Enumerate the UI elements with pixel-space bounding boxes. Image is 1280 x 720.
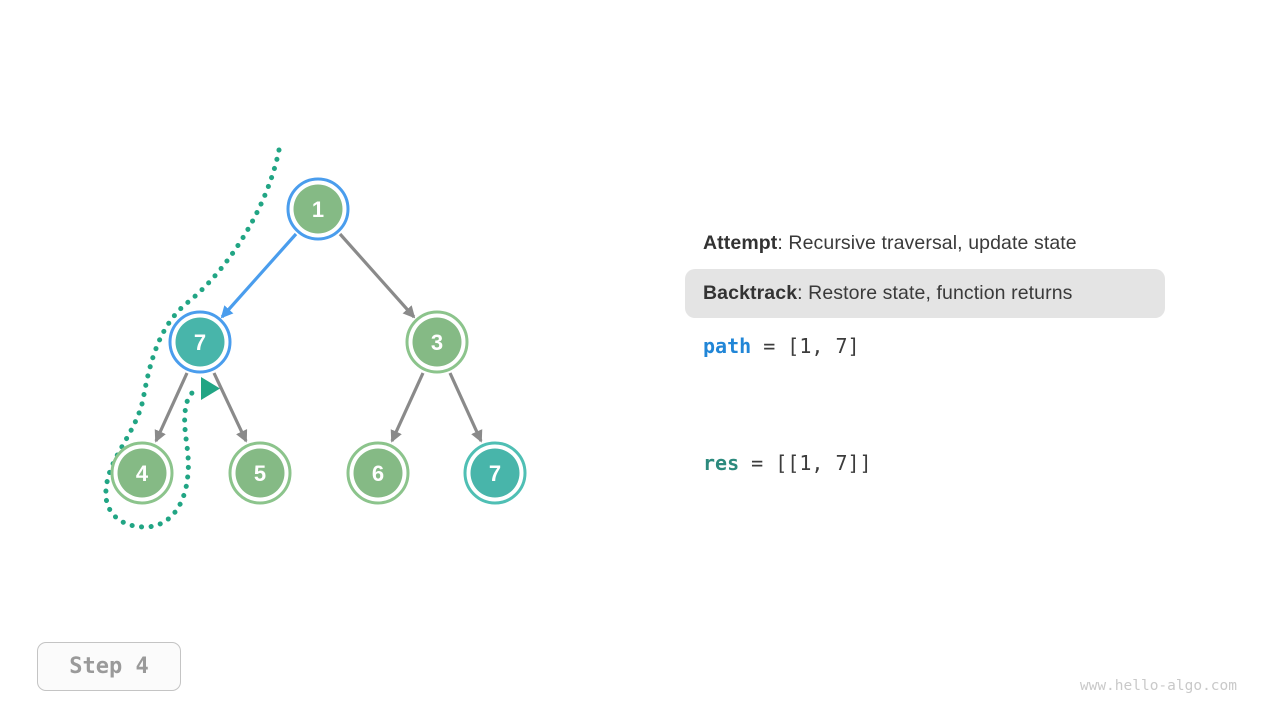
res-value: = [[1, 7]] <box>739 451 872 475</box>
tree-node-7-left: 7 <box>168 310 232 374</box>
node-value: 7 <box>489 461 501 486</box>
node-value: 5 <box>254 461 266 486</box>
tree-edge-3-6 <box>390 372 425 443</box>
step-label: Step 4 <box>69 654 149 679</box>
tree-edge-1-7 <box>220 232 298 319</box>
tree-node-4: 4 <box>110 441 174 505</box>
tree-node-5: 5 <box>228 441 292 505</box>
attempt-desc: : Recursive traversal, update state <box>777 232 1077 254</box>
tree-node-7-right: 7 <box>463 441 527 505</box>
res-state-line: res = [[1, 7]] <box>703 451 872 475</box>
tree-edge-7-5 <box>212 372 248 443</box>
backtrack-term: Backtrack <box>703 282 798 304</box>
backtrack-dotted-path <box>103 147 282 530</box>
tree-edge-7-4 <box>154 372 189 443</box>
path-state-line: path = [1, 7] <box>703 334 860 358</box>
backtrack-caption-chip: Backtrack: Restore state, function retur… <box>685 269 1165 318</box>
backtrack-desc: : Restore state, function returns <box>797 282 1073 304</box>
step-badge: Step 4 <box>37 642 181 691</box>
tree-node-3: 3 <box>405 310 469 374</box>
tree-node-1: 1 <box>286 177 350 241</box>
watermark: www.hello-algo.com <box>1079 678 1237 694</box>
tree-node-6: 6 <box>346 441 410 505</box>
node-value: 7 <box>194 330 206 355</box>
backtrack-caption: Backtrack: Restore state, function retur… <box>703 282 1073 305</box>
tree-edge-1-3 <box>338 232 416 319</box>
node-value: 1 <box>312 197 324 222</box>
path-variable: path <box>703 334 752 358</box>
res-variable: res <box>703 451 740 475</box>
node-value: 6 <box>372 461 384 486</box>
tree-edge-3-7 <box>448 372 483 443</box>
traversal-position-marker <box>201 377 220 400</box>
node-value: 3 <box>431 330 443 355</box>
attempt-term: Attempt <box>703 232 778 254</box>
node-value: 4 <box>136 461 149 486</box>
path-value: = [1, 7] <box>751 334 860 358</box>
attempt-caption: Attempt: Recursive traversal, update sta… <box>703 232 1077 255</box>
